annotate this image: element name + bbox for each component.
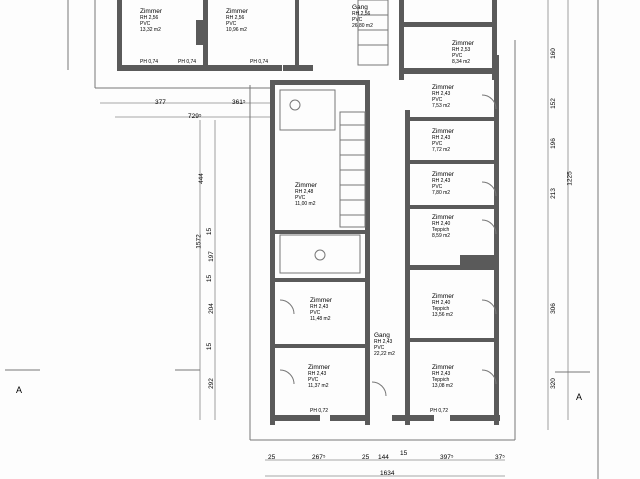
dim-label: 144 (378, 454, 389, 461)
dim-label: 37⁵ (495, 454, 505, 461)
dim-total: 1634 (380, 470, 395, 477)
walls (117, 0, 500, 425)
sanitary-rooms (279, 89, 361, 274)
dim-label: 15 (400, 450, 408, 457)
dim-label: 397⁵ (440, 454, 454, 461)
doors (279, 94, 497, 397)
dim-label: 267⁵ (312, 454, 326, 461)
dim-label: 25 (362, 454, 370, 461)
dim-total: 1225 (566, 171, 574, 186)
dim-label: 444 (197, 173, 205, 184)
parapet-height: PH 0,72 (310, 408, 329, 414)
parapet-height: PH 0,74 (140, 59, 159, 65)
dim-label: 196 (549, 138, 557, 149)
dim-label: 361⁵ (232, 99, 246, 106)
parapet-height: PH 0,74 (178, 59, 197, 65)
dim-label: 25 (268, 454, 276, 461)
parapet-height: PH 0,74 (250, 59, 269, 65)
dim-label: 306 (549, 303, 557, 314)
dim-total: 1572 (195, 234, 203, 249)
section-marker-right: A (576, 392, 583, 402)
dim-label: 160 (549, 48, 557, 59)
guide-lines (5, 0, 599, 479)
dim-label: 729⁵ (188, 113, 202, 120)
dim-label: 15 (206, 274, 214, 283)
dim-label: 152 (549, 98, 557, 109)
dim-label: 320 (549, 378, 557, 389)
dim-label: 15 (206, 227, 214, 236)
dim-label: 204 (207, 303, 215, 314)
staircase (339, 0, 389, 228)
dim-label: 377 (155, 99, 166, 106)
section-marker-left: A (16, 385, 23, 395)
dim-label: 292 (207, 378, 215, 389)
dim-label: 213 (549, 188, 557, 199)
dim-label: 15 (206, 342, 214, 351)
dim-label: 197 (207, 251, 215, 262)
parapet-height: PH 0,72 (430, 408, 449, 414)
